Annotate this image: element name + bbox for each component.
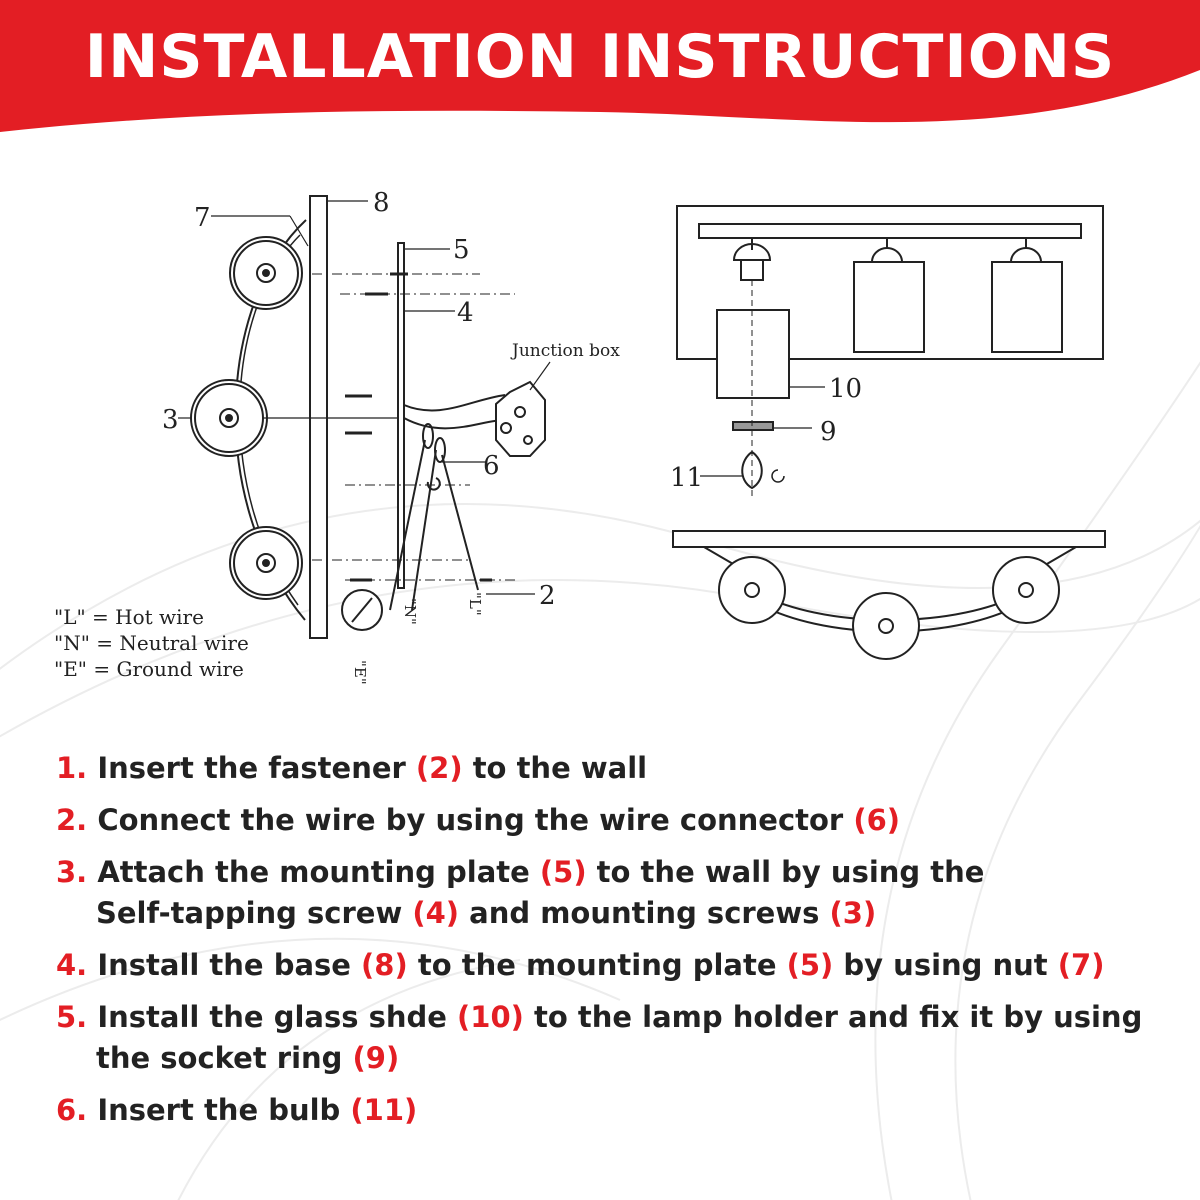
base-plate (309, 195, 328, 639)
part-reference: (7) (1057, 948, 1105, 982)
callout-11: 11 (670, 463, 703, 493)
step-text: the socket ring (96, 1041, 353, 1075)
step-continuation: Self-tapping screw (4) and mounting scre… (56, 893, 1176, 934)
callout-7: 7 (194, 203, 211, 233)
step-text: Self-tapping screw (96, 896, 413, 930)
callout-4: 4 (457, 298, 474, 328)
instruction-step: 1. Insert the fastener (2) to the wall (56, 748, 1176, 789)
junction-box-label: Junction box (510, 341, 620, 361)
page-title: INSTALLATION INSTRUCTIONS (84, 22, 1116, 92)
part-reference: (5) (539, 855, 587, 889)
callout-6: 6 (483, 451, 500, 481)
callout-10: 10 (829, 374, 862, 404)
step-text: Install the base (97, 948, 362, 982)
instruction-step: 5. Install the glass shde (10) to the la… (56, 997, 1176, 1079)
step-text: Connect the wire by using the wire conne… (97, 803, 854, 837)
part-reference: (4) (412, 896, 460, 930)
instruction-list: 1. Insert the fastener (2) to the wall 2.… (56, 748, 1176, 1142)
wire-label-l: "L" (466, 592, 484, 616)
callout-3: 3 (162, 405, 179, 435)
step-number: 4. (56, 948, 88, 982)
step-text: to the wall (462, 751, 648, 785)
header-band (0, 0, 1200, 132)
step-number: 2. (56, 803, 88, 837)
instruction-step: 3. Attach the mounting plate (5) to the … (56, 852, 1176, 934)
callout-9: 9 (820, 417, 837, 447)
part-reference: (8) (361, 948, 408, 982)
step-text: to the mounting plate (407, 948, 787, 982)
lamp-holder-top (229, 236, 303, 310)
wire-label-e: "E" (351, 660, 369, 685)
mounting-plate (397, 242, 405, 589)
callout-8: 8 (373, 188, 390, 218)
part-reference: (2) (415, 751, 463, 785)
step-text: to the wall by using the (586, 855, 985, 889)
instruction-step: 2. Connect the wire by using the wire co… (56, 800, 1176, 841)
instruction-step: 4. Install the base (8) to the mounting … (56, 945, 1176, 986)
part-reference: (6) (853, 803, 901, 837)
step-text: to the lamp holder and fix it by using (523, 1000, 1143, 1034)
front-view (676, 205, 1104, 500)
part-reference: (3) (829, 896, 877, 930)
step-text: Attach the mounting plate (97, 855, 540, 889)
lamp-holder-bottom (229, 526, 303, 600)
part-reference: (9) (352, 1041, 400, 1075)
junction-box-icon (495, 380, 546, 457)
side-view (190, 195, 546, 639)
step-text: by using nut (833, 948, 1058, 982)
legend-neutral-wire: "N" = Neutral wire (54, 631, 249, 655)
lamp-holder-middle (190, 379, 268, 457)
installation-diagram: 7 8 5 4 3 6 2 Junction box "L" "N" "E" "… (54, 188, 1106, 685)
step-continuation: the socket ring (9) (56, 1038, 1176, 1079)
top-view (672, 530, 1106, 660)
part-reference: (5) (786, 948, 834, 982)
step-number: 5. (56, 1000, 88, 1034)
step-text: Insert the bulb (97, 1093, 351, 1127)
legend-hot-wire: "L" = Hot wire (54, 605, 204, 629)
wire-label-n: "N" (401, 598, 419, 625)
step-number: 1. (56, 751, 88, 785)
side-view-leaders (178, 200, 551, 595)
step-text: Install the glass shde (97, 1000, 458, 1034)
step-text: and mounting screws (459, 896, 830, 930)
instruction-step: 6. Insert the bulb (11) (56, 1090, 1176, 1131)
part-reference: (10) (457, 1000, 524, 1034)
callout-5: 5 (453, 235, 470, 265)
step-text: Insert the fastener (97, 751, 416, 785)
legend-ground-wire: "E" = Ground wire (54, 657, 244, 681)
step-number: 3. (56, 855, 88, 889)
callout-2: 2 (539, 581, 556, 611)
part-reference: (11) (350, 1093, 418, 1127)
step-number: 6. (56, 1093, 88, 1127)
